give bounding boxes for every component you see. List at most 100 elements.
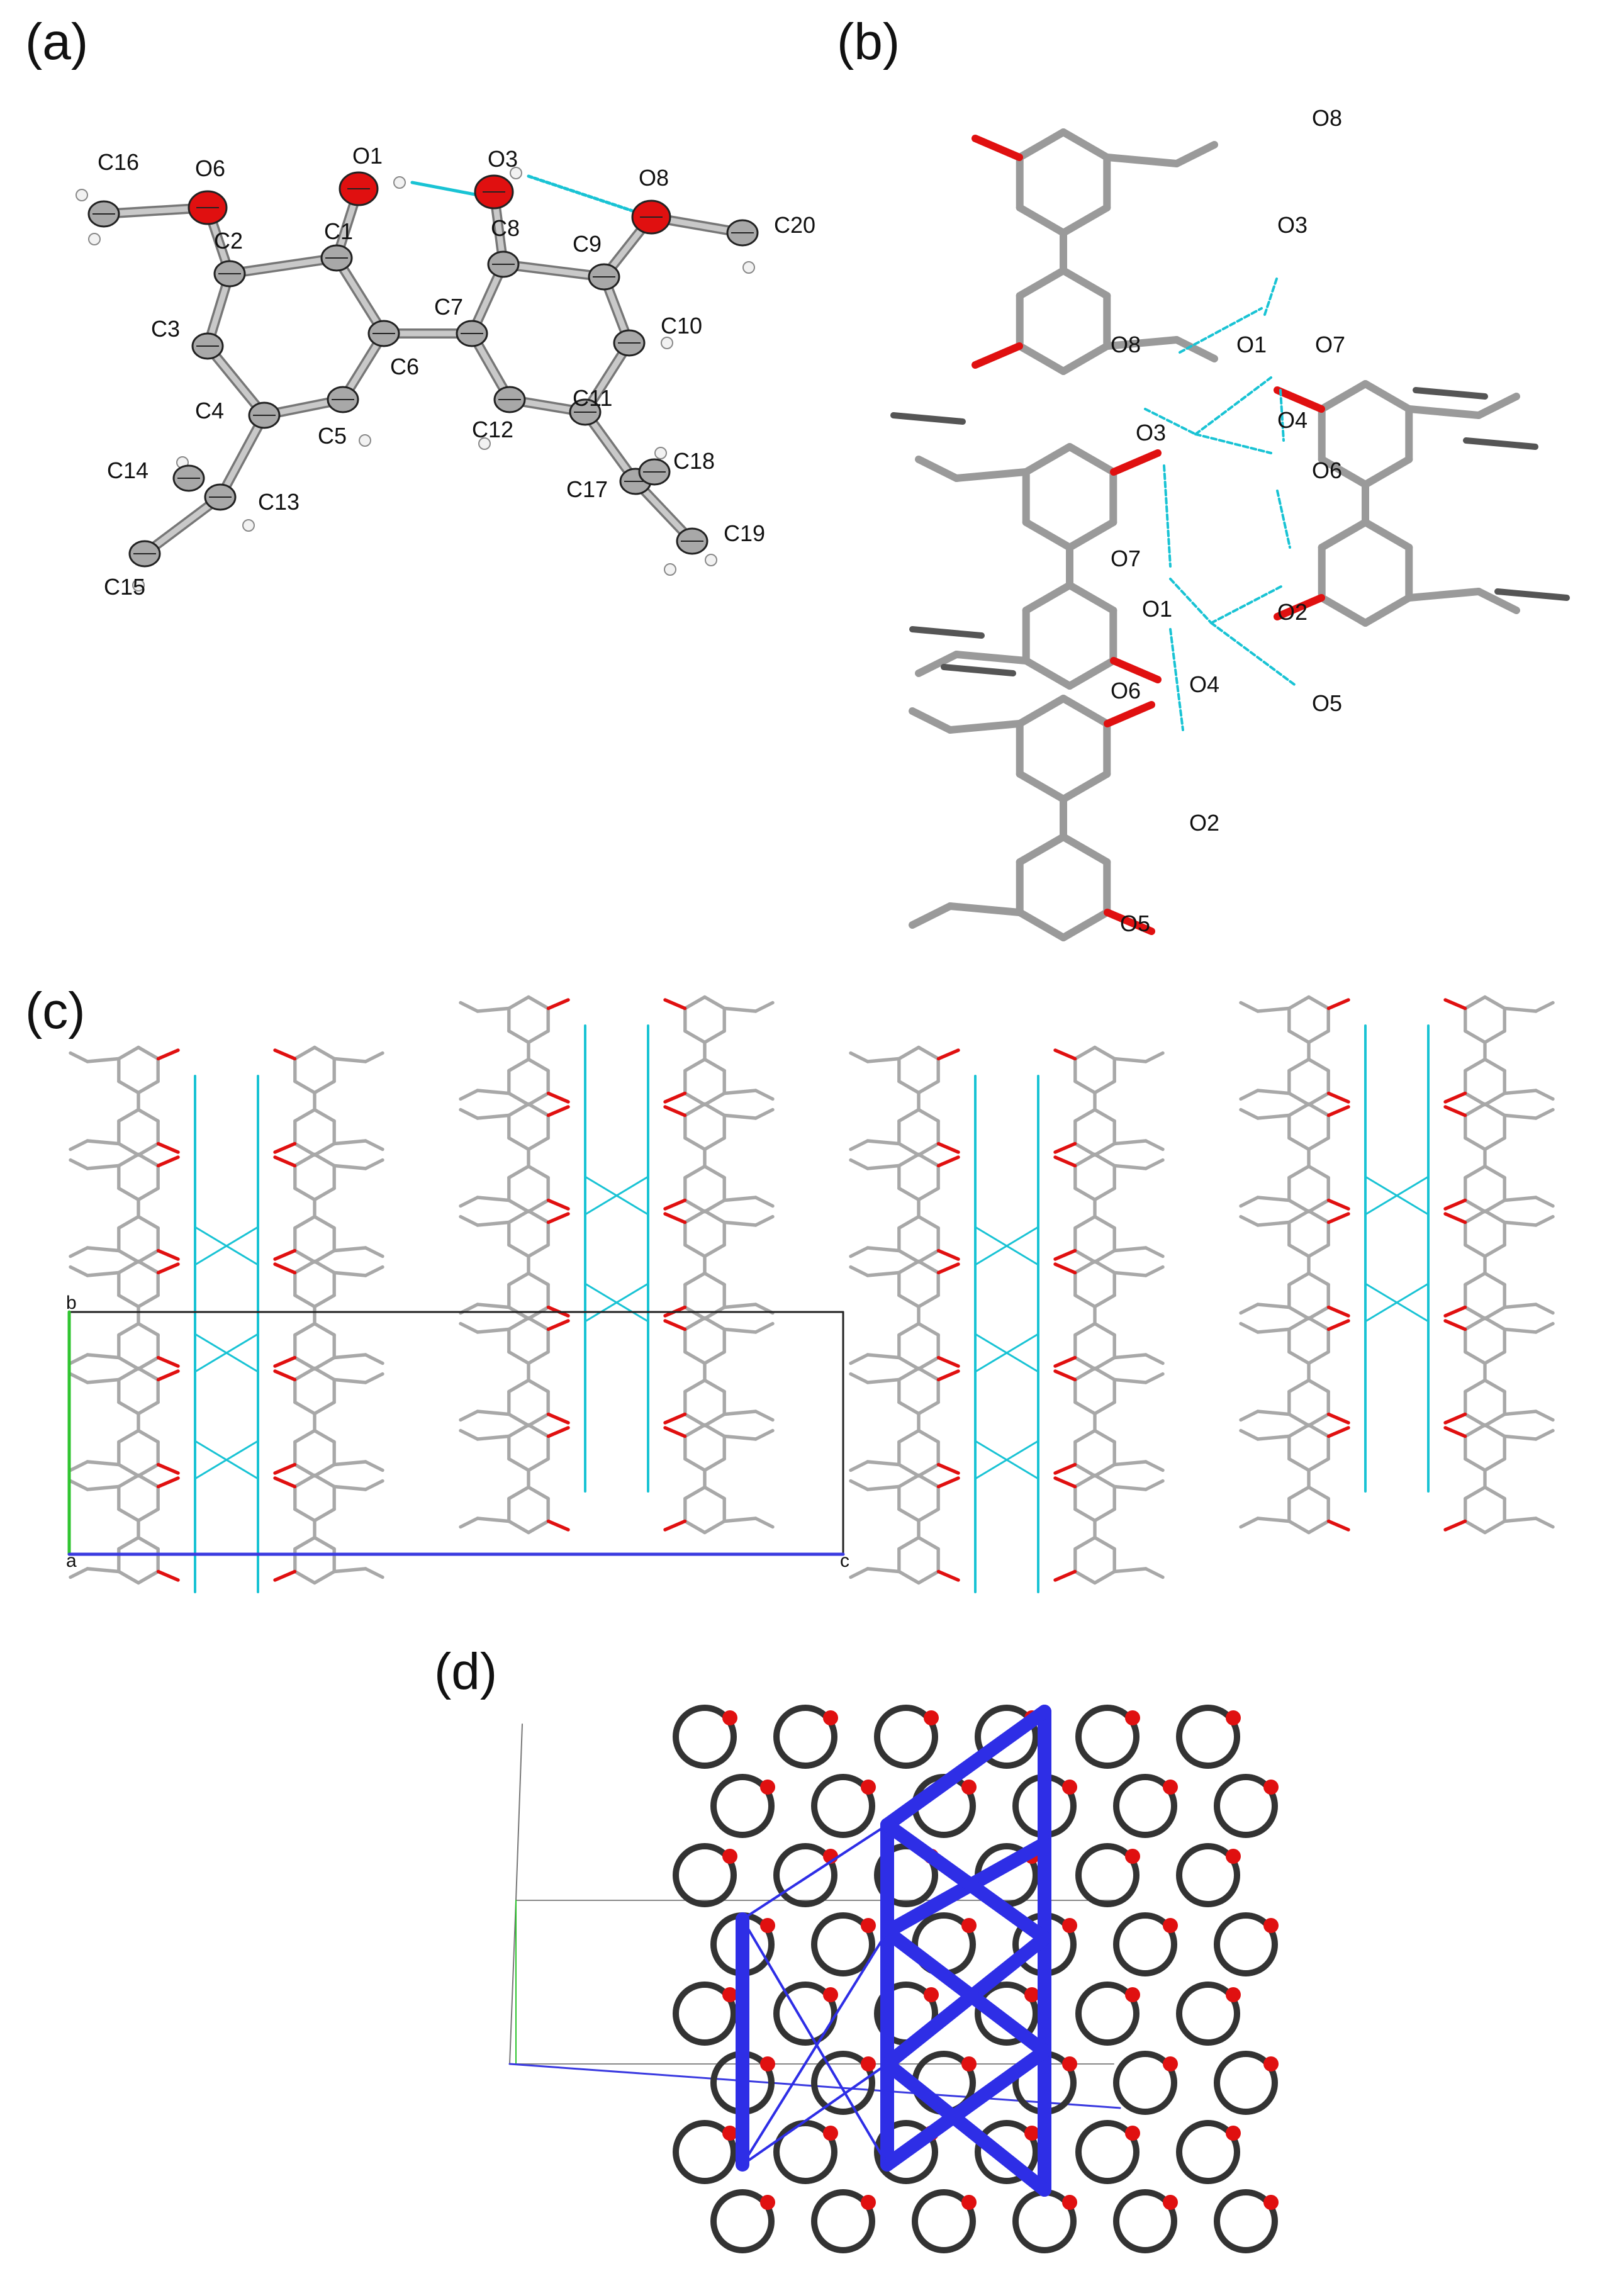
ring-bond [1287, 1091, 1311, 1107]
ring-bond [1307, 1423, 1330, 1438]
ring-bond [117, 1293, 140, 1309]
alkyl-bond [69, 1265, 89, 1277]
stack-molecule-left [1239, 1423, 1350, 1535]
ring-bond [1073, 1186, 1097, 1202]
alkyl-bond [1239, 1001, 1260, 1013]
alkyl-bond [1112, 1163, 1148, 1170]
bond-hl-C1-C2 [227, 255, 340, 277]
ring-bond [1362, 594, 1413, 627]
framework-ring [673, 1843, 737, 1907]
ring-bond [1060, 128, 1111, 161]
hydrogen-atom [654, 447, 667, 459]
ring-bond [137, 1045, 160, 1061]
ring-bond [703, 1350, 726, 1365]
ring-bond [1093, 1535, 1116, 1551]
hbond [1276, 490, 1291, 549]
c-o-bond [1104, 701, 1155, 727]
framework-ring [975, 1982, 1039, 2046]
ring-bond [703, 1378, 726, 1394]
c-o-bond [546, 1412, 570, 1425]
alkyl-bond [754, 1321, 775, 1334]
ring-bond [683, 1243, 707, 1259]
bond-hl-C13-C15 [142, 494, 223, 557]
framework-ring [975, 2120, 1039, 2184]
hbond [1210, 584, 1285, 624]
ring-bond [1093, 1045, 1116, 1061]
ring-bond [313, 1259, 336, 1275]
stack-molecule-left [849, 1366, 960, 1478]
ring-bond [1060, 770, 1111, 803]
energy-framework-thin [741, 1824, 888, 1920]
panel-d-network [508, 1705, 1279, 2253]
ring-bond [507, 1057, 530, 1073]
energy-framework-tube [880, 2057, 1051, 2197]
ring-bond [137, 1428, 160, 1444]
ring-bond [293, 1079, 316, 1095]
atom-label-C15: C15 [104, 574, 145, 600]
ring-bond [137, 1259, 160, 1275]
alkyl-bond [1256, 1434, 1291, 1441]
ring-bond [1287, 1136, 1311, 1152]
ring-bond [117, 1079, 140, 1095]
ring-bond [117, 1535, 140, 1551]
ring-bond [917, 1355, 940, 1371]
ring-bond [117, 1473, 140, 1489]
alkyl-bond [1239, 1428, 1260, 1441]
c-o-bond [1104, 909, 1155, 935]
alkyl-bond [1112, 1567, 1148, 1574]
atom-label-C4: C4 [195, 398, 224, 423]
alkyl-bond [866, 1353, 901, 1360]
framework-ring [1113, 1912, 1177, 1976]
ring-bond [917, 1366, 940, 1382]
ring-bond [527, 1102, 550, 1118]
alkyl-bond [1112, 1057, 1148, 1063]
hydrogen-atom [359, 434, 371, 447]
c-o-bond [663, 1519, 687, 1532]
hbond-cross [194, 1333, 259, 1373]
ring-bond [1093, 1141, 1116, 1157]
ring-bond [1016, 695, 1067, 727]
alkyl-bond [866, 1139, 901, 1146]
ring-bond [1287, 1102, 1311, 1118]
framework-ring [1176, 1843, 1240, 1907]
alkyl-bond [86, 1353, 121, 1360]
c-o-bond [936, 1569, 960, 1582]
ring-bond [117, 1248, 140, 1264]
c-o-bond [273, 1462, 297, 1475]
ring-bond [1483, 1136, 1506, 1152]
alkyl-chain [909, 626, 985, 639]
oxygen-atom [1062, 2195, 1077, 2210]
c-o-bond [1053, 1369, 1077, 1382]
ring-bond [1060, 833, 1111, 866]
ring-bond [683, 1519, 707, 1535]
ring-bond [137, 1152, 160, 1168]
ring-bond [1073, 1248, 1097, 1264]
framework-ring [975, 1705, 1039, 1769]
alkyl-bond [754, 1089, 775, 1101]
ring-bond [917, 1535, 940, 1551]
alkyl-bond [476, 1327, 511, 1334]
oxygen-atom [1062, 1780, 1077, 1795]
alkyl-bond [459, 1410, 479, 1422]
ring-bond [137, 1079, 160, 1095]
ring-bond [1287, 1305, 1311, 1321]
stack-molecule-right [1053, 1152, 1165, 1264]
oxygen-atom [1226, 1987, 1241, 2002]
alkyl-bond [364, 1246, 384, 1259]
hydrogen-atom [76, 189, 88, 201]
ring-bond [1318, 594, 1369, 627]
ring-bond [897, 1045, 921, 1061]
oxygen-atom [823, 1987, 838, 2002]
hbond [1279, 389, 1285, 442]
ring-bond [1464, 1091, 1487, 1107]
framework-ring [673, 1705, 737, 1769]
ring-bond [897, 1321, 921, 1337]
ring-bond [1287, 1485, 1311, 1501]
ring-bond [703, 1164, 726, 1180]
alkyl-bond [1144, 1265, 1165, 1277]
c-o-bond [1274, 594, 1325, 620]
panel-a-label: (a) [25, 13, 89, 70]
ring-bond [1483, 1091, 1506, 1107]
ring-bond [137, 1321, 160, 1337]
